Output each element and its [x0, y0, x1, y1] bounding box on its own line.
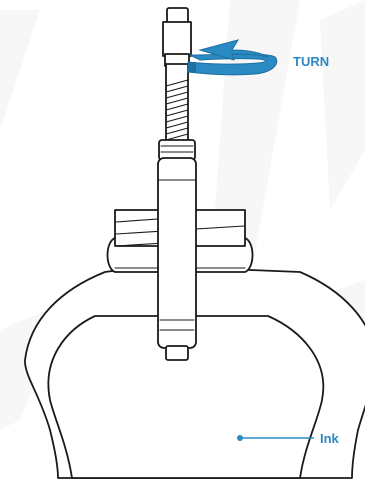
converter-upper-rod [162, 21, 192, 57]
converter-collar [158, 139, 196, 161]
ink-converter [157, 7, 197, 361]
ink-pointer [237, 435, 314, 441]
converter-nozzle [165, 345, 189, 361]
screw-threads [165, 79, 189, 141]
rotation-arrow-icon [187, 39, 278, 76]
ink-label: Ink [320, 431, 340, 446]
turn-label: TURN [293, 54, 329, 69]
